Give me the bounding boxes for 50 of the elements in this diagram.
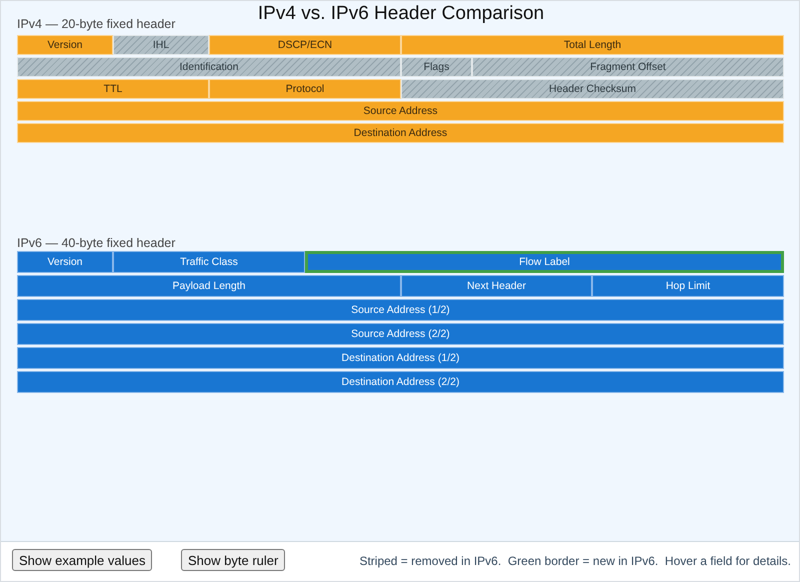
field-name: Next Header (467, 280, 526, 292)
field-name: Version (47, 256, 83, 268)
header-field (401, 275, 592, 297)
diagram-title: IPv4 vs. IPv6 Header Comparison (258, 3, 544, 25)
header-field (17, 347, 784, 369)
show-ruler-button: Show byte ruler (181, 549, 286, 571)
field-name: Header Checksum (549, 83, 636, 95)
header-field (17, 79, 209, 99)
field-name: DSCP/ECN (278, 39, 332, 51)
show-values-button: Show example values (12, 549, 152, 571)
removed-header-field (401, 57, 472, 77)
field-name: TTL (104, 83, 122, 95)
header-field (17, 299, 784, 321)
field-name: Identification (180, 61, 238, 73)
field-name: Destination Address (354, 127, 448, 139)
field-name: Version (47, 39, 83, 51)
field-name: Traffic Class (180, 256, 238, 268)
header-field (17, 371, 784, 393)
header-field (17, 323, 784, 345)
header-field (401, 35, 784, 55)
header-field (17, 251, 113, 273)
field-name: Destination Address (2/2) (342, 376, 460, 388)
field-name: Hop Limit (666, 280, 710, 292)
removed-header-field (113, 35, 209, 55)
removed-header-field (472, 57, 784, 77)
section-heading: IPv4 — 20-byte fixed header (17, 17, 176, 31)
header-field (209, 35, 401, 55)
field-name: Fragment Offset (590, 61, 666, 73)
field-name: Payload Length (172, 280, 246, 292)
header-field (17, 35, 113, 55)
field-name: IHL (152, 39, 170, 51)
field-name: Destination Address (1/2) (342, 352, 460, 364)
field-name: Flags (424, 61, 450, 73)
field-name: Total Length (564, 39, 622, 51)
legend-note: Striped = removed in IPv6. Green border = new in IPv6. Hover a field for details. (359, 554, 791, 568)
new-header-field (305, 251, 784, 273)
header-field (17, 275, 401, 297)
removed-header-field (401, 79, 784, 99)
field-name: Source Address (1/2) (351, 304, 450, 316)
header-field (209, 79, 401, 99)
section-heading: IPv6 — 40-byte fixed header (17, 236, 176, 250)
field-name: Flow Label (519, 256, 570, 268)
field-name: Source Address (2/2) (351, 328, 450, 340)
field-name: Source Address (363, 105, 438, 117)
header-field (592, 275, 784, 297)
removed-header-field (17, 57, 401, 77)
header-field (113, 251, 305, 273)
header-field (17, 123, 784, 143)
header-field (17, 101, 784, 121)
field-name: Protocol (286, 83, 324, 95)
